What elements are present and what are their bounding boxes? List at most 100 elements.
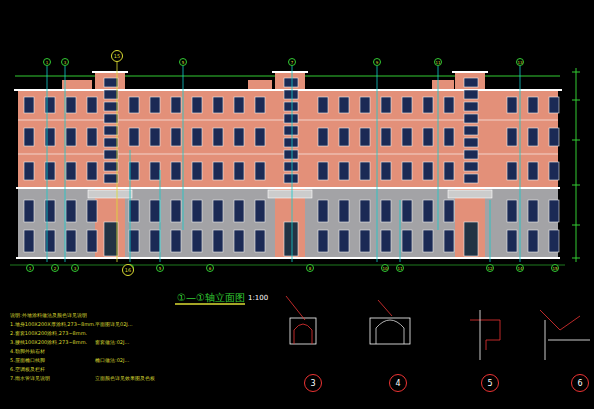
axis-bubble: 10 [381,264,389,272]
window [444,128,454,146]
window [129,97,139,113]
bubble-number: 11 [397,266,402,271]
bubble-number: 3 [64,60,67,65]
window [255,97,265,113]
note-text: 立面颜色详见效果图及色板 [95,375,155,381]
window [464,150,478,159]
window [104,138,118,147]
window [129,230,139,252]
window [104,126,118,135]
axis-bubble: 3 [71,264,79,272]
window [171,97,181,113]
window [464,174,478,183]
window [464,90,478,99]
note-text: 2.窗套100X200涂料,273~8mm. [10,330,87,336]
window [284,102,298,111]
window [464,102,478,111]
window [444,230,454,252]
window [402,128,412,146]
axis-bubble: 6 [206,264,214,272]
window [213,230,223,252]
window [464,78,478,87]
window [360,128,370,146]
window [66,97,76,113]
window [549,128,559,146]
window [255,200,265,222]
window [528,230,538,252]
window [66,200,76,222]
window [423,230,433,252]
axis-bubble: 1 [26,264,34,272]
window [104,102,118,111]
axis-bubble: 8 [306,264,314,272]
bubble-number: 4 [395,379,400,388]
bubble-number: 13 [517,60,522,65]
note-text: 窗套做法:02J... [95,339,129,345]
window [464,162,478,171]
window [45,128,55,146]
axis-bubble: 9 [373,58,381,66]
window [402,200,412,222]
note-text: 5.屋面檐口线脚 [10,357,45,363]
window [423,128,433,146]
axis-bubble: 1 [43,58,51,66]
window [104,222,118,256]
window [213,128,223,146]
window [423,97,433,113]
window [104,150,118,159]
drawing-title: ①—①轴立面图 [177,291,245,305]
window [87,200,97,222]
window [381,128,391,146]
bubble-number: 6 [209,266,212,271]
window [150,97,160,113]
bubble-number: 7 [291,60,294,65]
note-text: 1.墙身100X200X厚涂料,273~8mm. [10,321,96,327]
window [104,162,118,171]
window [104,114,118,123]
window [192,162,202,180]
window [171,162,181,180]
window [339,97,349,113]
window [213,200,223,222]
window [318,230,328,252]
window [87,230,97,252]
window [284,174,298,183]
bubble-number: 15 [552,266,557,271]
axis-bubble: 14 [516,264,524,272]
window [284,222,298,256]
window [150,230,160,252]
window [318,97,328,113]
axis-bubble: 13 [516,58,524,66]
window [24,97,34,113]
axis-bubble: 5 [179,58,187,66]
window [284,150,298,159]
window [171,200,181,222]
note-text: 4.勒脚外贴石材 [10,348,45,354]
axis-bubble: 5 [156,264,164,272]
window [129,162,139,180]
bubble-number: 9 [376,60,379,65]
window [339,162,349,180]
window [24,162,34,180]
bubble-number: 1 [29,266,32,271]
window [528,200,538,222]
window [381,200,391,222]
axis-bubble: 7 [288,58,296,66]
window [507,97,517,113]
window [24,128,34,146]
bubble-number: 8 [309,266,312,271]
window [360,200,370,222]
window [192,128,202,146]
window [464,114,478,123]
window [339,128,349,146]
window [255,162,265,180]
bubble-number: 3 [310,379,315,388]
window [507,200,517,222]
window [549,162,559,180]
axis-bubble: 15 [551,264,559,272]
window [171,230,181,252]
window [284,126,298,135]
bubble-number: 5 [487,379,492,388]
window [45,97,55,113]
